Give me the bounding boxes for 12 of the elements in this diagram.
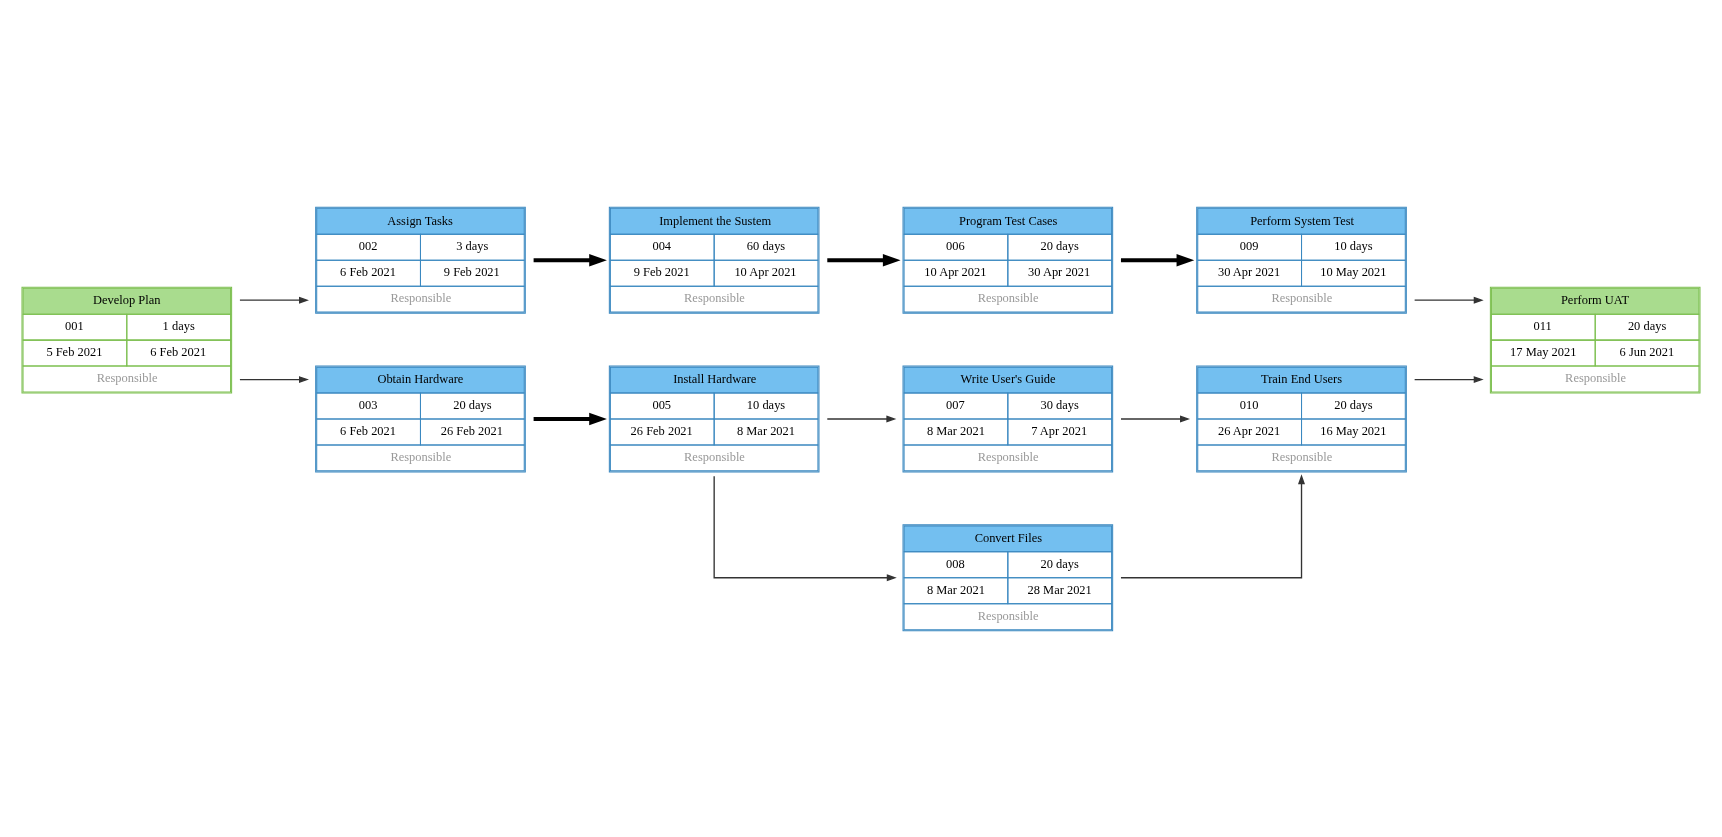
arrow [1120, 473, 1305, 578]
arrow [1413, 375, 1484, 383]
arrow [239, 296, 309, 304]
arrow [826, 415, 897, 422]
arrow [533, 253, 607, 266]
arrow [1413, 296, 1484, 304]
arrow [533, 412, 607, 425]
arrow [713, 475, 897, 581]
arrow [239, 375, 309, 383]
arrow [1120, 253, 1195, 266]
arrow [1120, 415, 1190, 422]
arrow [827, 253, 901, 266]
